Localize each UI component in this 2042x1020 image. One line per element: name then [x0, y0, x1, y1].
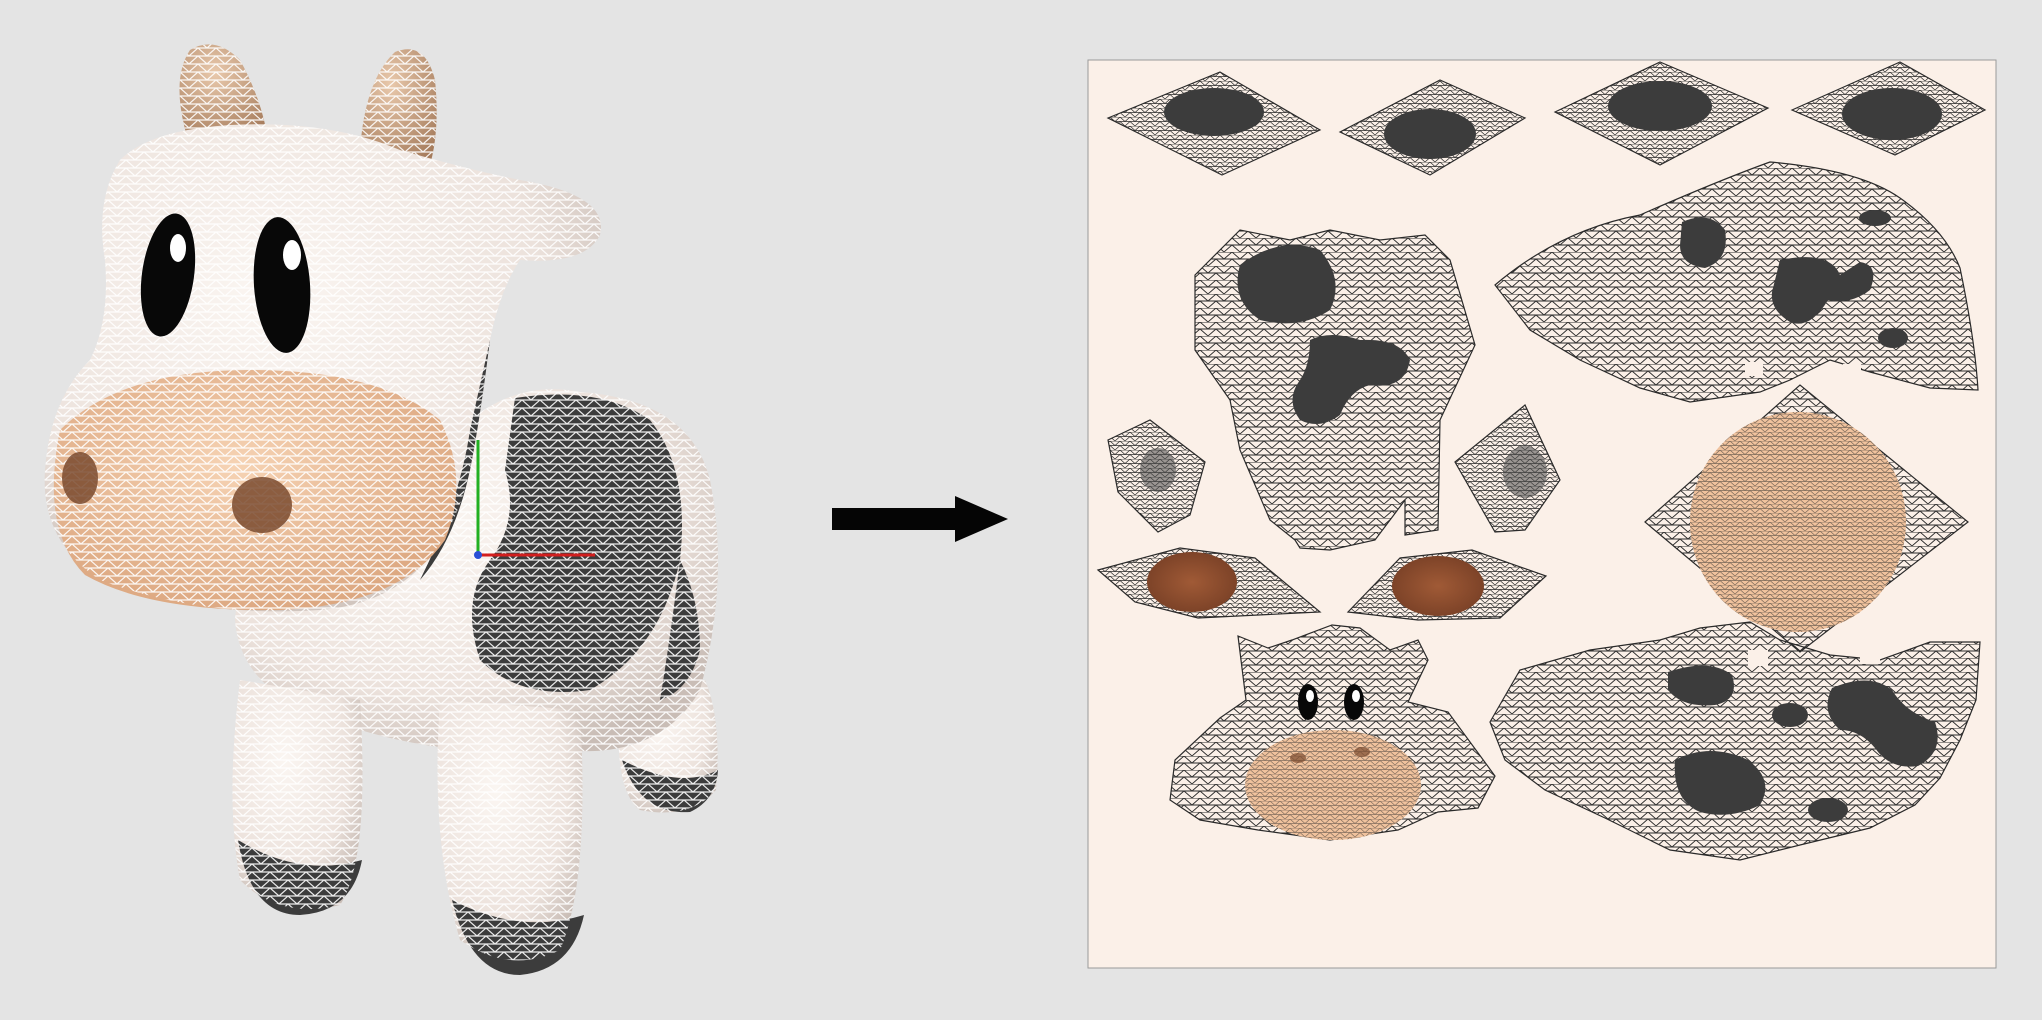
cow-eye-right — [253, 217, 311, 353]
axis-gizmo — [474, 440, 595, 559]
uv-texture-atlas — [1087, 59, 1997, 969]
ear-chart — [1790, 61, 1987, 156]
face-front-chart — [1169, 624, 1496, 841]
cow-nostril-right — [232, 477, 292, 533]
nostril-chart — [1096, 547, 1322, 619]
cow-front-right-leg — [437, 700, 584, 975]
leg-chart — [1454, 404, 1561, 533]
cow-eye-left — [140, 213, 196, 337]
cow-nostril-left — [62, 452, 98, 504]
right-arrow-icon — [832, 496, 1008, 542]
cow-front-left-leg — [232, 680, 363, 915]
cow-horn-left — [179, 44, 268, 140]
3d-cow-mesh-model — [44, 44, 718, 975]
leg-chart — [1107, 419, 1206, 533]
nostril-chart — [1346, 549, 1548, 621]
belly-chart — [1644, 384, 1969, 653]
horn-chart — [1338, 79, 1527, 176]
face-back-chart — [1194, 229, 1476, 551]
cow-horn-right — [360, 49, 437, 165]
ear-chart — [1553, 61, 1770, 166]
body-side-chart — [1494, 161, 1979, 403]
horn-chart — [1106, 71, 1322, 176]
body-side-chart — [1489, 621, 1981, 861]
